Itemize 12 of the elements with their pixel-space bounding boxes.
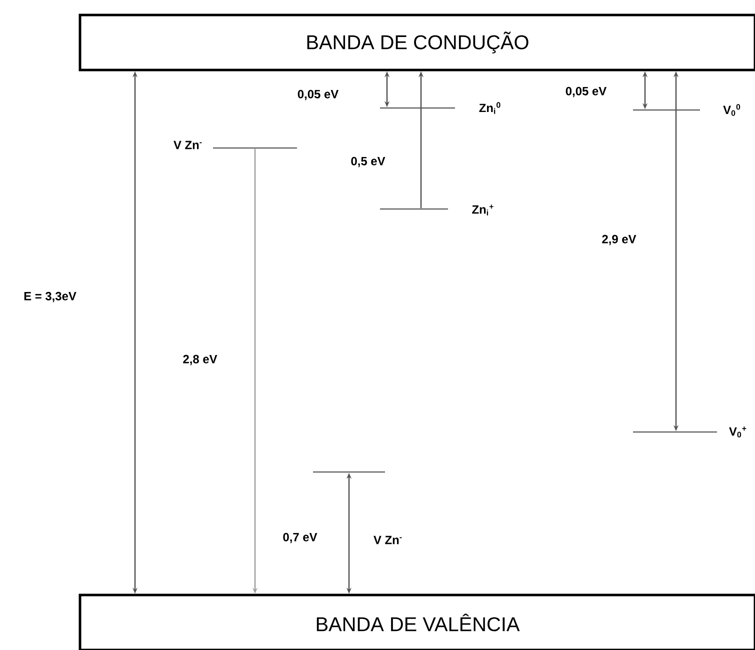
level-label: V Zn$^{-}$	[374, 536, 402, 544]
edge-label: 0,5 eV	[350, 156, 386, 168]
energy-level-line	[313, 471, 385, 473]
band-box: BANDA DE VALÊNCIA	[78, 594, 755, 650]
edge-label: 2,8 eV	[182, 354, 218, 366]
band-box: BANDA DE CONDUÇÃO	[78, 14, 755, 72]
edge-label: E = 3,3eV	[22, 290, 78, 304]
edge-label: 0,05 eV	[296, 88, 340, 102]
level-label: V Zn$^{-}$	[174, 140, 202, 150]
edge-label: 2,9 eV	[600, 234, 638, 246]
edge-label: 0,05 eV	[564, 86, 608, 98]
edge-label: 0,7 eV	[282, 532, 318, 544]
